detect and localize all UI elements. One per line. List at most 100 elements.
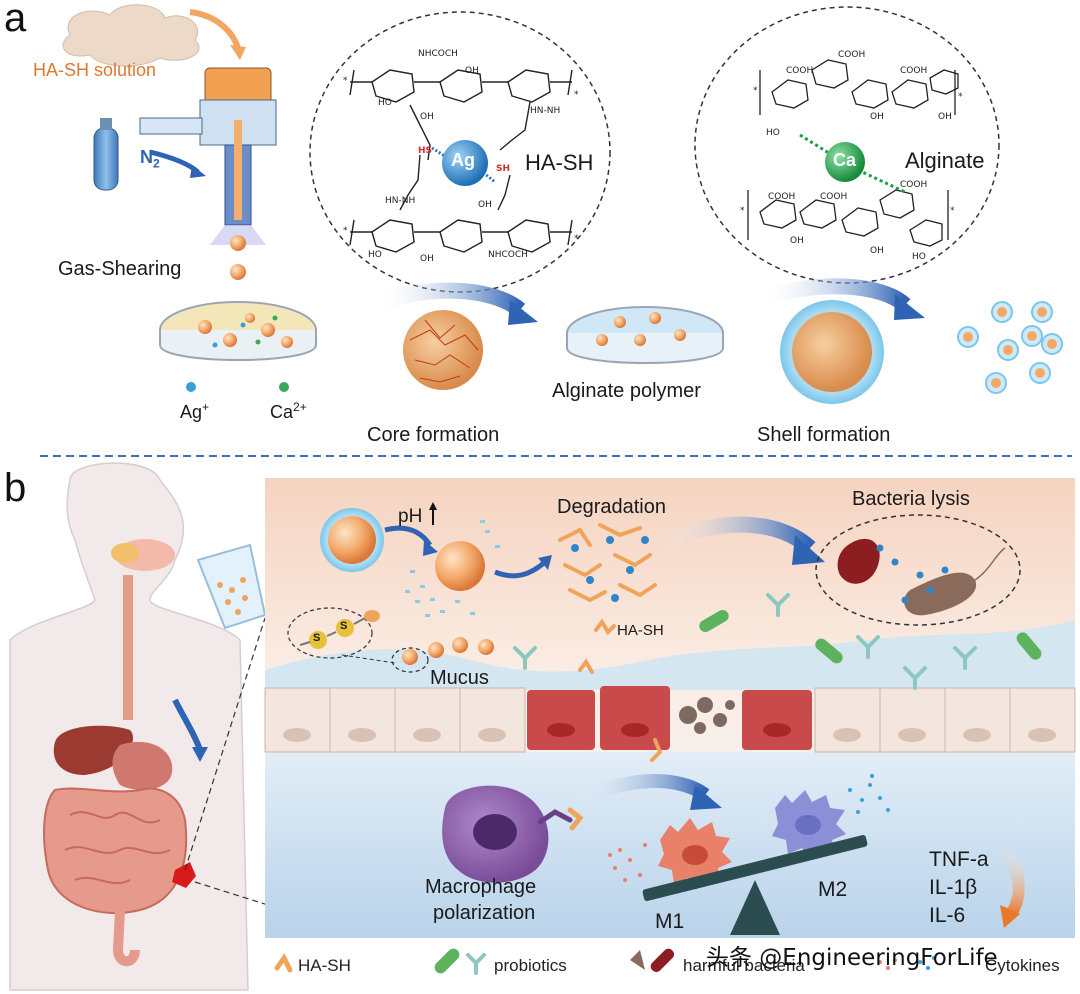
ag-ion-charge: + xyxy=(202,400,210,414)
intestine-folds xyxy=(64,811,171,885)
chem-cooh-2: COOH xyxy=(838,50,866,60)
n2-tank xyxy=(93,127,119,191)
alginate-dish-bead xyxy=(614,316,626,328)
sulfur-atom xyxy=(336,619,354,637)
cell-nuclei xyxy=(283,728,1056,742)
m2-cytokine-dots xyxy=(848,774,890,814)
probiotics xyxy=(513,593,1042,690)
ph-label: pH xyxy=(398,506,423,527)
dish-bead xyxy=(223,333,237,347)
n2-arrowhead xyxy=(190,165,206,178)
chem-star-8: * xyxy=(950,206,955,216)
chem-oh-1: OH xyxy=(465,66,479,76)
m2-label: M2 xyxy=(818,878,848,901)
n2-label: N2 xyxy=(140,147,160,171)
human-body xyxy=(9,462,249,991)
n2-text: N xyxy=(140,147,153,167)
drinking-cup xyxy=(196,543,267,630)
lysed-bacterium-red xyxy=(837,538,880,584)
polarization-arrowhead xyxy=(690,785,722,810)
ag-ball xyxy=(442,140,488,186)
digestion-arrowhead xyxy=(192,747,208,762)
panel-a-letter: a xyxy=(4,0,27,40)
ag-ball-label: Ag xyxy=(451,150,475,170)
chem-star-4: * xyxy=(574,234,579,244)
legend-probiotics-label: probiotics xyxy=(494,956,567,975)
watermark: 头条 @EngineeringForLife xyxy=(706,945,998,971)
lysed-bacterium-brown xyxy=(904,572,977,616)
chem-star-6: * xyxy=(958,92,963,102)
gas-shearing-label: Gas-Shearing xyxy=(58,258,182,280)
mucin-link-outline xyxy=(391,647,429,673)
degraded-network xyxy=(558,523,657,603)
alginate-dish-bead xyxy=(634,334,646,346)
legend-harmful-bacteria-rod-icon xyxy=(650,948,675,973)
degradation-label: Degradation xyxy=(557,496,666,518)
n2-valve xyxy=(100,118,112,130)
alginate-polymer-label: Alginate polymer xyxy=(552,380,701,402)
sulfur-atom xyxy=(309,631,327,649)
cytokine-decrease-arrow xyxy=(995,840,1025,919)
sh-ag-bond xyxy=(479,168,496,184)
ag-ion-label: Ag+ xyxy=(180,400,209,423)
ca-bond xyxy=(857,168,906,194)
legend-probiotic-rod-icon xyxy=(434,948,460,974)
bound-ha-sh xyxy=(567,807,584,831)
legend-ha-sh-icon xyxy=(274,953,293,973)
lesion-site xyxy=(172,862,196,888)
chem-sh: SH xyxy=(496,164,511,174)
shell-formation-label: Shell formation xyxy=(757,424,891,446)
panel-b-letter: b xyxy=(4,466,27,510)
dish-bead xyxy=(261,323,275,337)
bacterium-flagellum xyxy=(974,547,1006,581)
alginate-chain-top xyxy=(759,59,959,115)
zoom-line-bottom xyxy=(194,881,269,906)
adhered-bead xyxy=(452,637,468,653)
ag-ion-text: Ag xyxy=(180,402,203,422)
dish-ion-ag xyxy=(240,322,246,328)
adhered-bead xyxy=(402,649,418,665)
chem-oh-4: OH xyxy=(478,200,492,210)
dish-ion-ag xyxy=(212,342,218,348)
ca-ion-text: Ca xyxy=(270,402,294,422)
chem-star-5: * xyxy=(753,86,758,96)
chem-nhcoch3-bottom-text: NHCOCH xyxy=(488,250,528,260)
collection-dish-wall xyxy=(159,330,317,361)
mucus-label: Mucus xyxy=(430,667,489,689)
colon-tail xyxy=(112,909,140,967)
nozzle-needle xyxy=(234,120,242,220)
legend-probiotic-y-icon xyxy=(466,953,486,975)
stomach xyxy=(112,741,173,791)
macrophage-label: Macrophage xyxy=(425,876,537,898)
damaged-cells xyxy=(527,686,812,750)
cytokine-decrease-arrowhead xyxy=(1000,905,1020,928)
chem-cooh-1: COOH xyxy=(786,66,814,76)
chem-oh-6: OH xyxy=(938,112,952,122)
core-formation-label: Core formation xyxy=(367,424,500,446)
chem-cooh-3: COOH xyxy=(900,66,928,76)
zoom-connector xyxy=(341,654,396,664)
dish-bead xyxy=(245,313,255,323)
legend-harmful-bacteria-label: harmful bacteria xyxy=(683,956,805,975)
degraded-network-ions xyxy=(571,536,649,602)
m1-cytokine-dots xyxy=(608,843,647,882)
ag-ion-dot xyxy=(186,382,196,392)
alginate-chain-bottom xyxy=(747,189,949,247)
digestion-arrow xyxy=(172,698,203,752)
chem-hn-nh-top: HN-NH xyxy=(530,106,561,116)
feed-arrow xyxy=(189,9,241,50)
panel-b xyxy=(9,462,1076,991)
chem-star-3: * xyxy=(343,226,348,236)
ca-ball xyxy=(825,142,865,182)
core-arrowhead xyxy=(508,300,538,325)
balance-beam xyxy=(642,834,868,902)
balance-fulcrum xyxy=(730,880,780,935)
gas-inlet xyxy=(139,117,203,135)
solution-cloud xyxy=(62,4,200,67)
m1-label: M1 xyxy=(655,910,685,933)
ca-ion-dot xyxy=(279,382,289,392)
debris-cluster xyxy=(679,697,735,734)
chem-cooh-5: COOH xyxy=(820,192,848,202)
panel-a xyxy=(62,4,1063,404)
chem-hs: HS xyxy=(418,146,433,156)
